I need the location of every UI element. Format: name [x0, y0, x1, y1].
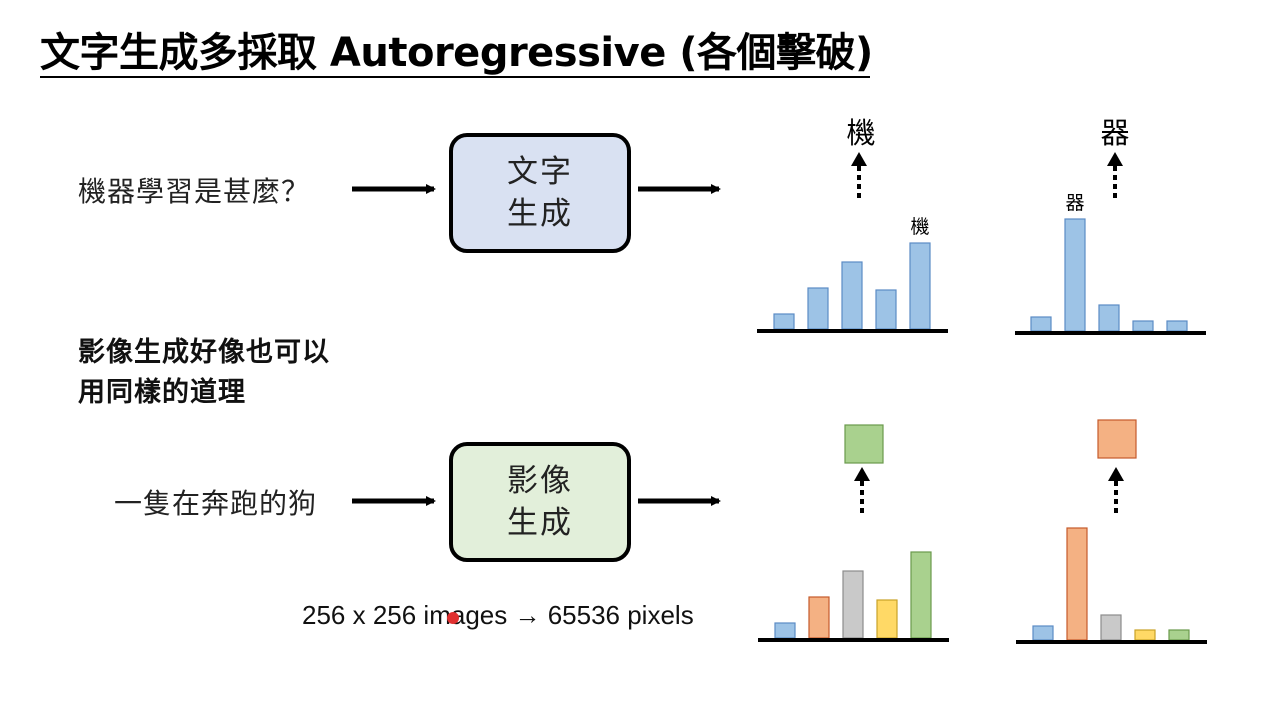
pixel-count-note: 256 x 256 images → 65536 pixels: [302, 600, 694, 630]
chart-4-bar-2: [1066, 527, 1088, 641]
output-token-2: 器: [1100, 116, 1129, 150]
chart-1-bar-1: [773, 313, 795, 330]
chart-2-bar-1: [1030, 316, 1052, 332]
dotted-arrow-2: [1107, 152, 1123, 198]
chart-4-bar-5: [1168, 629, 1190, 641]
chart-2-bar-4: [1132, 320, 1154, 332]
output-token-1: 機: [846, 116, 875, 150]
chart-1-bar-2: [807, 287, 829, 330]
image-box-line1: 影像: [507, 463, 573, 499]
text-box-line2: 生成: [507, 196, 573, 232]
image-prompt: 一隻在奔跑的狗: [114, 487, 318, 520]
probability-chart-4: [1016, 527, 1207, 644]
chart-4-bar-1: [1032, 625, 1054, 641]
probability-chart-1: 機: [757, 216, 948, 333]
image-generation-box: 影像 生成: [449, 442, 631, 562]
middle-text-line2: 用同樣的道理: [78, 377, 246, 408]
chart-1-bar-3: [841, 261, 863, 330]
chart-2-bar-2: [1064, 218, 1086, 332]
chart-2-bar-3: [1098, 304, 1120, 332]
dotted-arrow-1: [851, 152, 867, 198]
chart-3-bar-1: [774, 622, 796, 639]
probability-chart-3: [758, 551, 949, 642]
middle-text-line1: 影像生成好像也可以: [78, 337, 330, 368]
output-pixel-2: [1097, 419, 1137, 459]
dotted-arrow-3: [854, 467, 870, 513]
chart-4-bar-4: [1134, 629, 1156, 641]
chart-1-bar-label: 機: [910, 216, 929, 238]
chart-3-bar-2: [808, 596, 830, 639]
probability-chart-2: 器: [1015, 192, 1206, 335]
image-box-line2: 生成: [507, 505, 573, 541]
output-pixel-1: [844, 424, 884, 464]
title-underline: [40, 76, 870, 78]
text-prompt: 機器學習是甚麼？: [78, 175, 311, 208]
chart-3-bar-5: [910, 551, 932, 639]
chart-2-bar-label: 器: [1065, 192, 1084, 214]
chart-3-bar-4: [876, 599, 898, 639]
text-generation-box: 文字 生成: [449, 133, 631, 253]
chart-2-bar-5: [1166, 320, 1188, 332]
text-box-line1: 文字: [507, 154, 573, 190]
chart-1-bar-4: [875, 289, 897, 330]
pointer-cursor: [447, 612, 459, 624]
dotted-arrow-4: [1108, 467, 1124, 513]
page-title: 文字生成多採取 Autoregressive (各個擊破): [40, 30, 873, 76]
chart-4-bar-3: [1100, 614, 1122, 641]
chart-1-bar-5: [909, 242, 931, 330]
chart-3-bar-3: [842, 570, 864, 639]
